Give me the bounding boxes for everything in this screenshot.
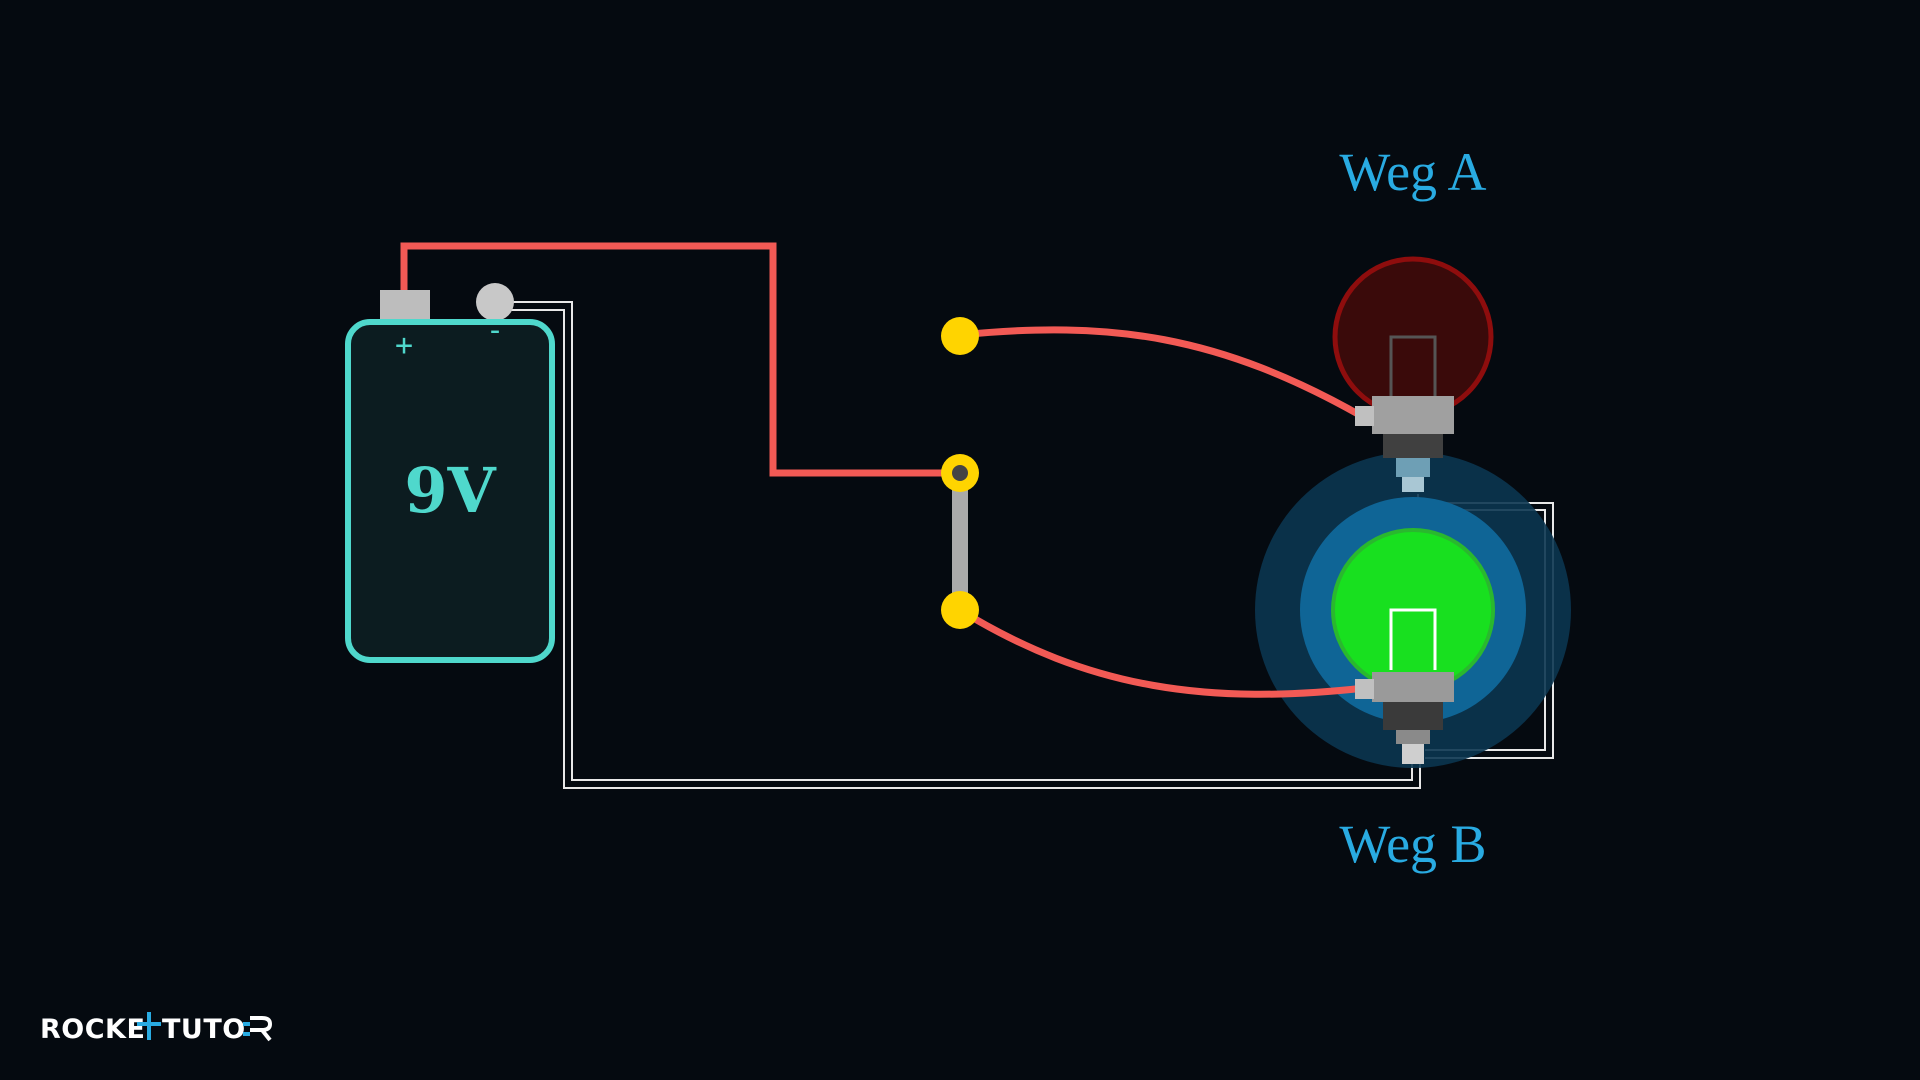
brand-logo: ROCKE TUTO: [40, 1012, 273, 1045]
bulb-b: [1331, 528, 1495, 764]
battery: + - 9V: [345, 283, 555, 663]
battery-plus-label: +: [395, 328, 413, 363]
switch-terminal-b[interactable]: [941, 591, 979, 629]
bulb-a: [1332, 256, 1494, 492]
battery-minus-terminal: [476, 283, 514, 321]
brand-logo-left: ROCKE: [40, 1014, 145, 1045]
battery-voltage: 9V: [404, 454, 496, 527]
battery-minus-label: -: [486, 313, 504, 348]
bulb-a-filament: [1389, 335, 1437, 398]
live-wire: [400, 242, 1367, 698]
plus-icon: [137, 1012, 161, 1040]
switch-pivot-icon: [952, 465, 968, 481]
switch-lever[interactable]: [952, 475, 968, 605]
switch-terminal-a[interactable]: [941, 317, 979, 355]
battery-body: [345, 319, 555, 663]
brand-logo-right: TUTO: [162, 1014, 246, 1045]
brand-r-icon: [243, 1016, 273, 1042]
battery-plus-terminal: [380, 290, 430, 321]
path-b-label: Weg B: [1339, 814, 1486, 874]
path-a-label: Weg A: [1339, 142, 1486, 202]
bulb-b-filament: [1389, 608, 1437, 670]
